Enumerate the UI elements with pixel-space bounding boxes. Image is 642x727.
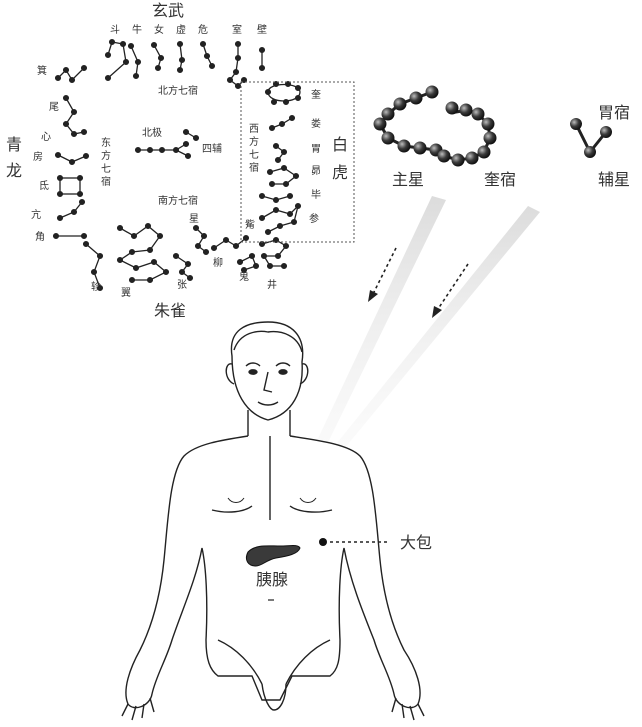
star-node bbox=[459, 103, 473, 117]
svg-text:西: 西 bbox=[249, 124, 259, 135]
star-node bbox=[409, 91, 423, 105]
legend-wei-label: 胃宿 bbox=[598, 103, 630, 122]
mansion-label: 壁 bbox=[257, 23, 267, 36]
svg-text:宿: 宿 bbox=[249, 161, 259, 174]
svg-text:宿: 宿 bbox=[101, 175, 111, 188]
mansion-label: 箕 bbox=[37, 64, 47, 77]
mansion-label: 井 bbox=[267, 278, 277, 291]
mansion-label: 翼 bbox=[121, 287, 131, 299]
east-symbol-label-top: 青 bbox=[6, 135, 22, 154]
mansion-label: 虚 bbox=[176, 24, 186, 36]
west-highlight-box bbox=[240, 81, 355, 243]
star-map bbox=[52, 38, 355, 292]
mansion-label: 危 bbox=[198, 24, 208, 36]
center-asterism-label: 四辅 bbox=[202, 142, 222, 155]
south-symbol-label: 朱雀 bbox=[154, 301, 186, 320]
human-figure bbox=[121, 321, 425, 721]
mansion-label: 鬼 bbox=[239, 270, 249, 283]
mansion-label: 氐 bbox=[39, 180, 49, 192]
star-node bbox=[381, 107, 395, 121]
star-node bbox=[425, 85, 439, 99]
pancreas-label: 胰腺 bbox=[256, 570, 288, 589]
mansion-label: 牛 bbox=[132, 23, 142, 36]
pancreas-organ bbox=[245, 545, 301, 567]
legend-main-star-label: 主星 bbox=[392, 170, 424, 189]
svg-text:东: 东 bbox=[101, 136, 111, 149]
west-group-label: 西 方 七 宿 bbox=[249, 124, 259, 174]
svg-text:方: 方 bbox=[249, 135, 259, 148]
mansion-label: 女 bbox=[154, 23, 164, 36]
star-node bbox=[445, 101, 459, 115]
north-symbol-label: 玄武 bbox=[152, 1, 184, 20]
star-node bbox=[397, 139, 411, 153]
mansion-label: 奎 bbox=[311, 88, 321, 101]
mansion-label: 柳 bbox=[213, 256, 223, 269]
east-mansion-labels: 角 亢 氐 房 心 尾 箕 bbox=[31, 64, 59, 243]
mansion-label: 张 bbox=[177, 279, 187, 291]
acupoint-label: 大包 bbox=[400, 533, 432, 552]
east-group-label: 东 方 七 宿 bbox=[101, 136, 111, 188]
mansion-label: 室 bbox=[232, 23, 242, 36]
star-node bbox=[600, 126, 612, 138]
south-group-label: 南方七宿 bbox=[158, 194, 198, 207]
mansion-label: 觜 bbox=[245, 218, 255, 231]
acupoint-dot bbox=[319, 538, 327, 546]
star-node bbox=[477, 145, 491, 159]
legend-kui-label: 奎宿 bbox=[484, 170, 516, 189]
kui-mansion-enlarged bbox=[373, 85, 497, 167]
mansion-label: 斗 bbox=[110, 24, 120, 36]
mansion-label: 心 bbox=[41, 131, 51, 143]
north-constellations bbox=[104, 38, 266, 90]
star-node bbox=[373, 117, 387, 131]
star-node bbox=[584, 146, 596, 158]
west-constellations bbox=[258, 80, 302, 236]
south-mansion-labels: 井 鬼 柳 星 张 翼 轸 bbox=[91, 213, 277, 299]
mansion-label: 星 bbox=[189, 213, 199, 225]
star-node bbox=[451, 153, 465, 167]
center-label: 北极 bbox=[142, 126, 162, 139]
svg-text:方: 方 bbox=[101, 149, 111, 162]
wei-mansion-enlarged bbox=[570, 118, 612, 158]
south-constellations bbox=[82, 222, 290, 292]
light-beams bbox=[290, 196, 540, 500]
star-node bbox=[413, 141, 427, 155]
mansion-label: 角 bbox=[35, 231, 45, 243]
west-symbol-label-top: 白 bbox=[332, 135, 348, 154]
star-node bbox=[483, 131, 497, 145]
north-mansion-labels: 斗 牛 女 虚 危 室 壁 bbox=[110, 23, 267, 36]
star-node bbox=[465, 151, 479, 165]
svg-text:七: 七 bbox=[101, 163, 111, 175]
svg-text:七: 七 bbox=[249, 149, 259, 161]
star-node bbox=[437, 149, 451, 163]
center-constellation bbox=[134, 128, 200, 160]
mansion-label: 轸 bbox=[91, 280, 101, 293]
mansion-label: 尾 bbox=[49, 101, 59, 113]
star-node bbox=[471, 107, 485, 121]
mansion-label: 房 bbox=[33, 150, 43, 163]
dashed-arrows bbox=[368, 247, 469, 318]
mansion-label: 毕 bbox=[311, 188, 321, 201]
star-node bbox=[381, 131, 395, 145]
east-symbol-label-bottom: 龙 bbox=[6, 161, 22, 180]
mansion-label: 胃 bbox=[311, 143, 321, 155]
west-symbol-label-bottom: 虎 bbox=[332, 163, 348, 182]
star-node bbox=[481, 117, 495, 131]
north-group-label: 北方七宿 bbox=[158, 84, 198, 97]
west-mansion-labels: 奎 娄 胃 昴 毕 觜 参 bbox=[245, 88, 321, 231]
legend-aux-star-label: 辅星 bbox=[598, 170, 630, 189]
mansion-label: 亢 bbox=[31, 208, 41, 221]
mansion-label: 娄 bbox=[311, 117, 321, 130]
east-constellations bbox=[52, 64, 90, 240]
mansion-label: 昴 bbox=[311, 165, 321, 177]
mansion-label: 参 bbox=[309, 212, 319, 225]
star-node bbox=[570, 118, 582, 130]
star-node bbox=[393, 97, 407, 111]
